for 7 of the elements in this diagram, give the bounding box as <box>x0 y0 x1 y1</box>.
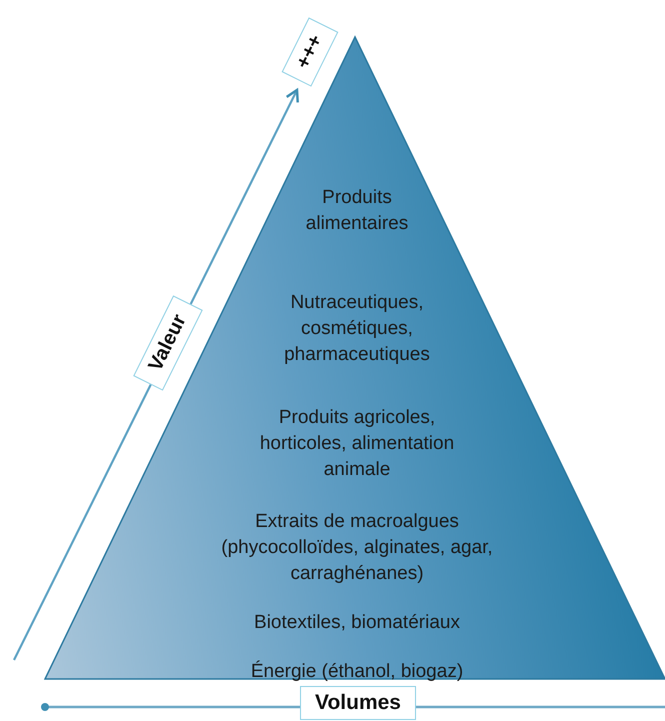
axis-label: Volumes <box>300 686 416 720</box>
pyramid-level-label: Énergie (éthanol, biogaz) <box>250 660 464 684</box>
pyramid-level-label: Produits agricoles, horticoles, alimentation animale <box>258 406 456 482</box>
pyramid-level-label: Nutraceutiques, cosmétiques, pharmaceutiques <box>283 291 431 367</box>
pyramid-level-label: Biotextiles, biomatériaux <box>253 611 461 635</box>
pyramid-level-label: Produits alimentaires <box>304 186 410 236</box>
pyramid-level-label: Extraits de macroalgues (phycocolloïdes, alginates, agar, carraghénanes) <box>220 510 494 586</box>
